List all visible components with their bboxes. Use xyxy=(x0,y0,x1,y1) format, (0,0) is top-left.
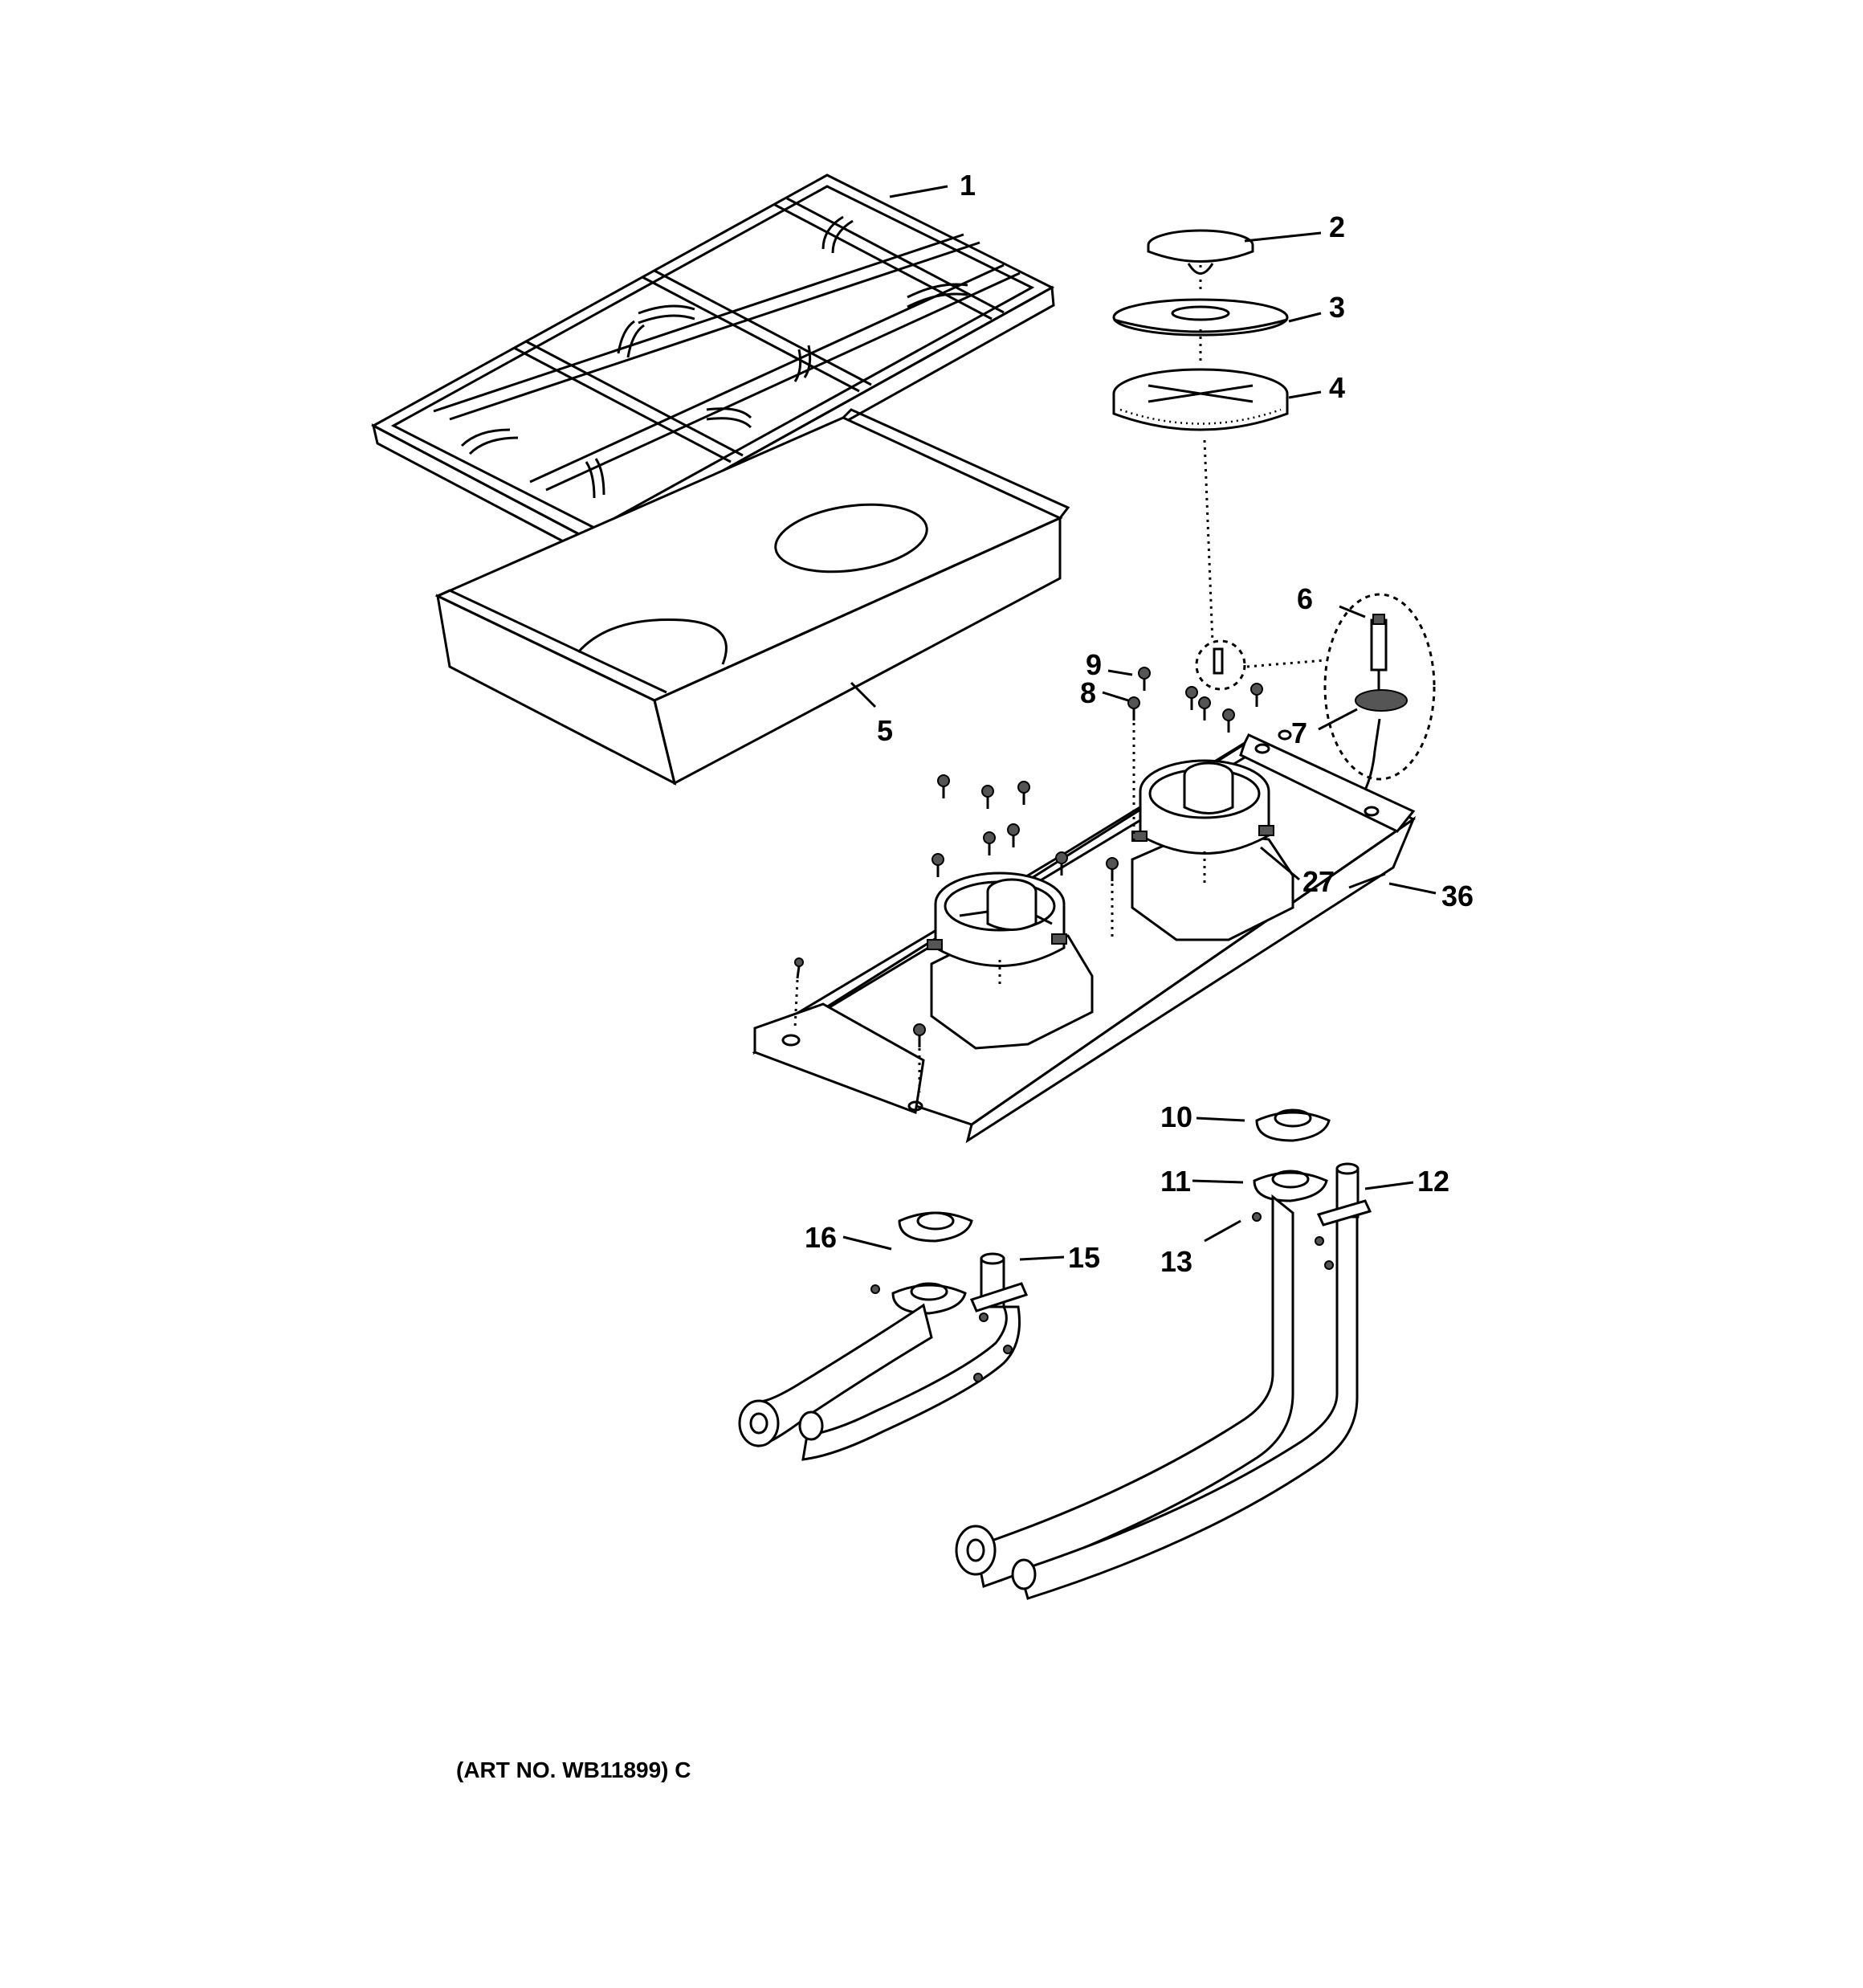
screw-icon xyxy=(1017,781,1030,805)
screws xyxy=(793,667,1292,1092)
label-1: 1 xyxy=(960,169,976,202)
screw-icon xyxy=(1106,857,1119,881)
screw-icon xyxy=(1007,823,1020,847)
burner-bowl-left xyxy=(927,872,1067,967)
grate-part-1 xyxy=(370,173,1055,562)
burner-tubes-left xyxy=(738,1211,1029,1461)
screw-icon xyxy=(1185,686,1198,710)
label-7: 7 xyxy=(1291,716,1307,749)
screw-icon xyxy=(983,831,996,855)
label-27: 27 xyxy=(1302,865,1335,898)
screw-icon xyxy=(913,1023,926,1047)
screw-icon xyxy=(1055,851,1068,876)
screw-icon xyxy=(937,774,950,798)
label-16: 16 xyxy=(805,1221,837,1254)
screw-icon xyxy=(1198,696,1211,720)
label-15: 15 xyxy=(1068,1241,1100,1274)
screw-icon xyxy=(1138,667,1151,691)
label-12: 12 xyxy=(1417,1165,1449,1198)
burner-tubes-right xyxy=(955,1108,1372,1600)
label-4: 4 xyxy=(1329,371,1345,404)
label-13: 13 xyxy=(1160,1245,1192,1278)
screw-icon xyxy=(932,853,944,877)
art-number: (ART NO. WB11899) C xyxy=(456,1757,691,1782)
drip-pan-part-5 xyxy=(434,408,1070,786)
label-36: 36 xyxy=(1441,880,1474,912)
leader-lines xyxy=(842,185,1437,1261)
label-5: 5 xyxy=(877,714,893,747)
label-11: 11 xyxy=(1160,1165,1191,1198)
screw-icon xyxy=(981,785,994,809)
screw-icon xyxy=(794,957,804,979)
screw-icon xyxy=(1222,708,1235,733)
burner-bowl-part-27 xyxy=(1131,759,1274,855)
burner-head-part-4 xyxy=(1112,368,1289,431)
part-labels: 1 2 3 4 5 6 7 8 9 10 11 12 13 15 16 27 3… xyxy=(805,169,1474,1278)
label-6: 6 xyxy=(1297,582,1313,615)
burner-cap-part-2 xyxy=(1147,229,1254,275)
screw-icon xyxy=(1250,683,1263,707)
label-2: 2 xyxy=(1329,210,1345,243)
label-3: 3 xyxy=(1329,291,1345,324)
screw-icon xyxy=(1127,696,1140,720)
label-9: 9 xyxy=(1086,648,1102,681)
label-8: 8 xyxy=(1080,676,1096,709)
label-10: 10 xyxy=(1160,1100,1192,1133)
burner-box-part-36 xyxy=(752,733,1417,1144)
